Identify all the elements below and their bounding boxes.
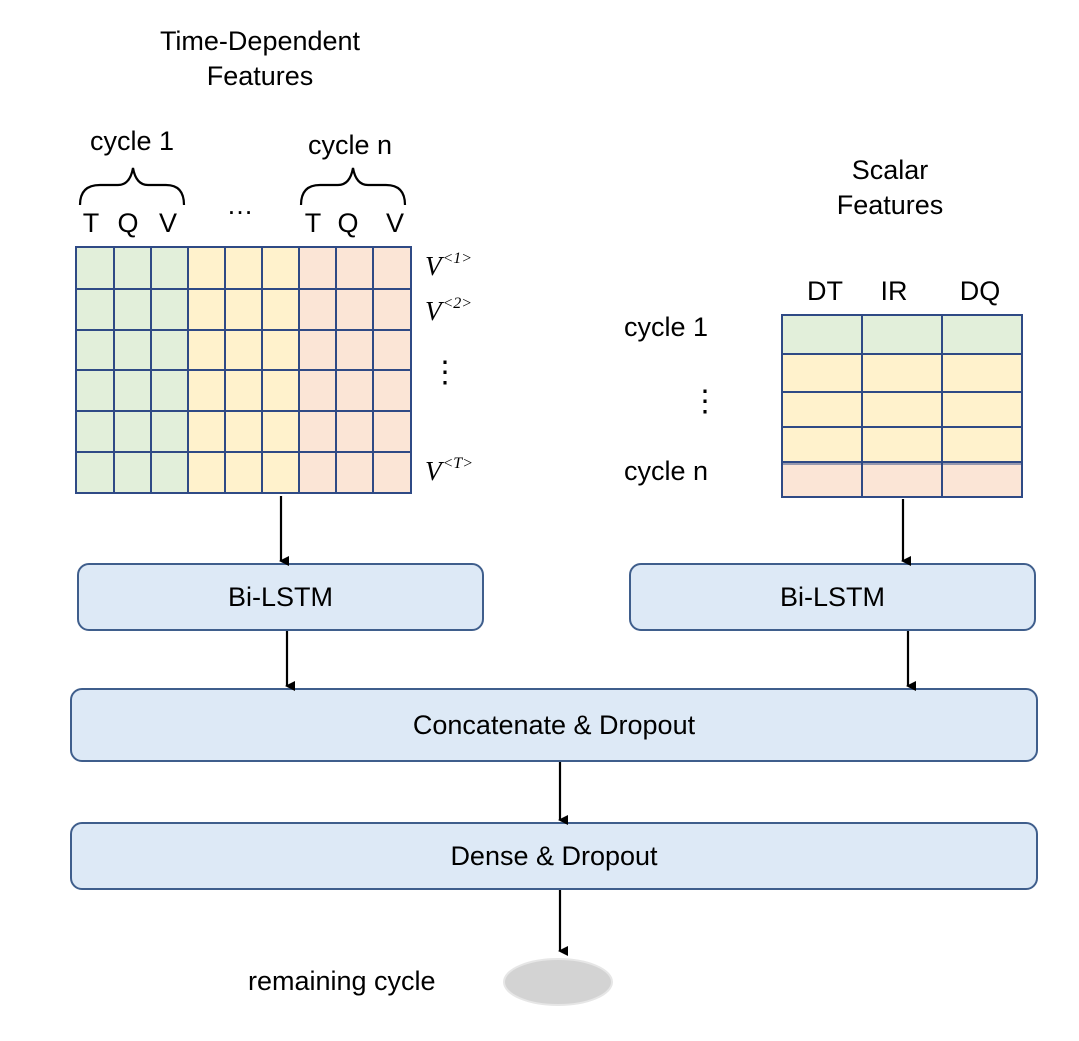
time-features-title: Time-Dependent Features: [120, 28, 400, 90]
scalar-last-row: [783, 462, 1021, 496]
scalar-grid-lines: [783, 316, 1021, 496]
scalar-row-cycle-1: cycle 1: [624, 312, 709, 342]
time-features-grid-cells: [77, 248, 410, 492]
scalar-features-title-line2: Features: [836, 190, 944, 220]
scalar-row-ellipsis: ⋮: [690, 385, 720, 418]
bilstm-left-block: Bi-LSTM: [77, 563, 484, 631]
horizontal-ellipsis: …: [226, 190, 254, 220]
scalar-features-grid: [781, 314, 1023, 498]
row-label-t-base: V: [425, 456, 442, 486]
output-label: remaining cycle: [248, 966, 436, 996]
scalar-col-ir: IR: [880, 276, 908, 306]
concatenate-dropout-block: Concatenate & Dropout: [70, 688, 1038, 762]
col-label-t-first: T: [82, 208, 100, 238]
bilstm-right-block: Bi-LSTM: [629, 563, 1036, 631]
scalar-col-dq: DQ: [959, 276, 1001, 306]
scalar-features-grid-cells: [783, 316, 1021, 496]
scalar-row-cycle-n: cycle n: [624, 456, 709, 486]
row-vertical-ellipsis: ⋮: [430, 356, 460, 389]
col-label-v-last: V: [385, 208, 404, 238]
output-ellipse: [503, 958, 613, 1006]
row-label-1: V<1>: [425, 250, 472, 282]
col-label-v-first: V: [158, 208, 177, 238]
col-label-t-last: T: [304, 208, 322, 238]
row-label-t-index: <T>: [442, 455, 474, 472]
dense-dropout-block: Dense & Dropout: [70, 822, 1038, 890]
grid-lines: [77, 248, 410, 492]
row-label-2-base: V: [425, 296, 442, 326]
scalar-features-title-line1: Scalar: [851, 155, 929, 185]
scalar-features-title: Scalar Features: [790, 157, 990, 219]
row-label-2: V<2>: [425, 295, 472, 327]
row-label-2-index: <2>: [442, 295, 473, 312]
scalar-col-dt: DT: [807, 276, 843, 306]
row-label-1-index: <1>: [442, 250, 473, 267]
scalar-first-row: [783, 316, 1021, 354]
row-label-1-base: V: [425, 251, 442, 281]
brace-cycle-n: [299, 167, 407, 206]
time-features-grid: [75, 246, 412, 494]
row-label-t: V<T>: [425, 455, 473, 487]
col-label-q-first: Q: [117, 208, 139, 238]
cycle-last-label: cycle n: [308, 130, 393, 160]
col-label-q-last: Q: [337, 208, 359, 238]
cycle-first-label: cycle 1: [90, 126, 175, 156]
brace-cycle-1: [78, 167, 186, 206]
time-features-title-line2: Features: [206, 61, 314, 91]
scalar-middle-rows: [783, 354, 1021, 462]
time-features-title-line1: Time-Dependent: [159, 26, 361, 56]
